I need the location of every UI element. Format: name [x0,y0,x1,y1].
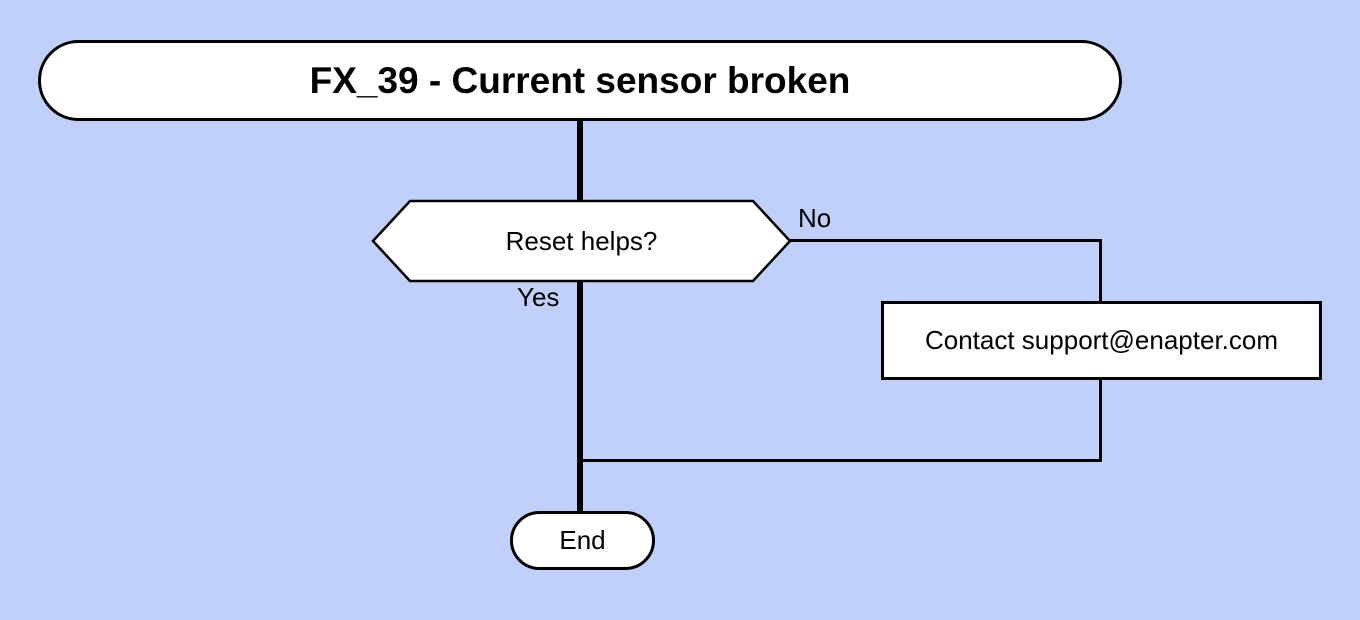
edge-no-horizontal [789,239,1102,242]
title-node: FX_39 - Current sensor broken [38,40,1122,121]
yes-branch-label: Yes [517,282,560,312]
edge-no-vertical [1099,239,1102,303]
end-node: End [510,511,655,570]
no-branch-label: No [798,203,832,233]
edge-return-horizontal [580,459,1102,462]
decision-node: Reset helps? [371,199,792,283]
decision-node-label: Reset helps? [505,225,658,256]
edge-main-spine [577,119,583,511]
contact-support-node: Contact support@enapter.com [881,301,1322,380]
edge-contact-down [1099,379,1102,462]
hexagon-shape-icon [371,199,792,283]
